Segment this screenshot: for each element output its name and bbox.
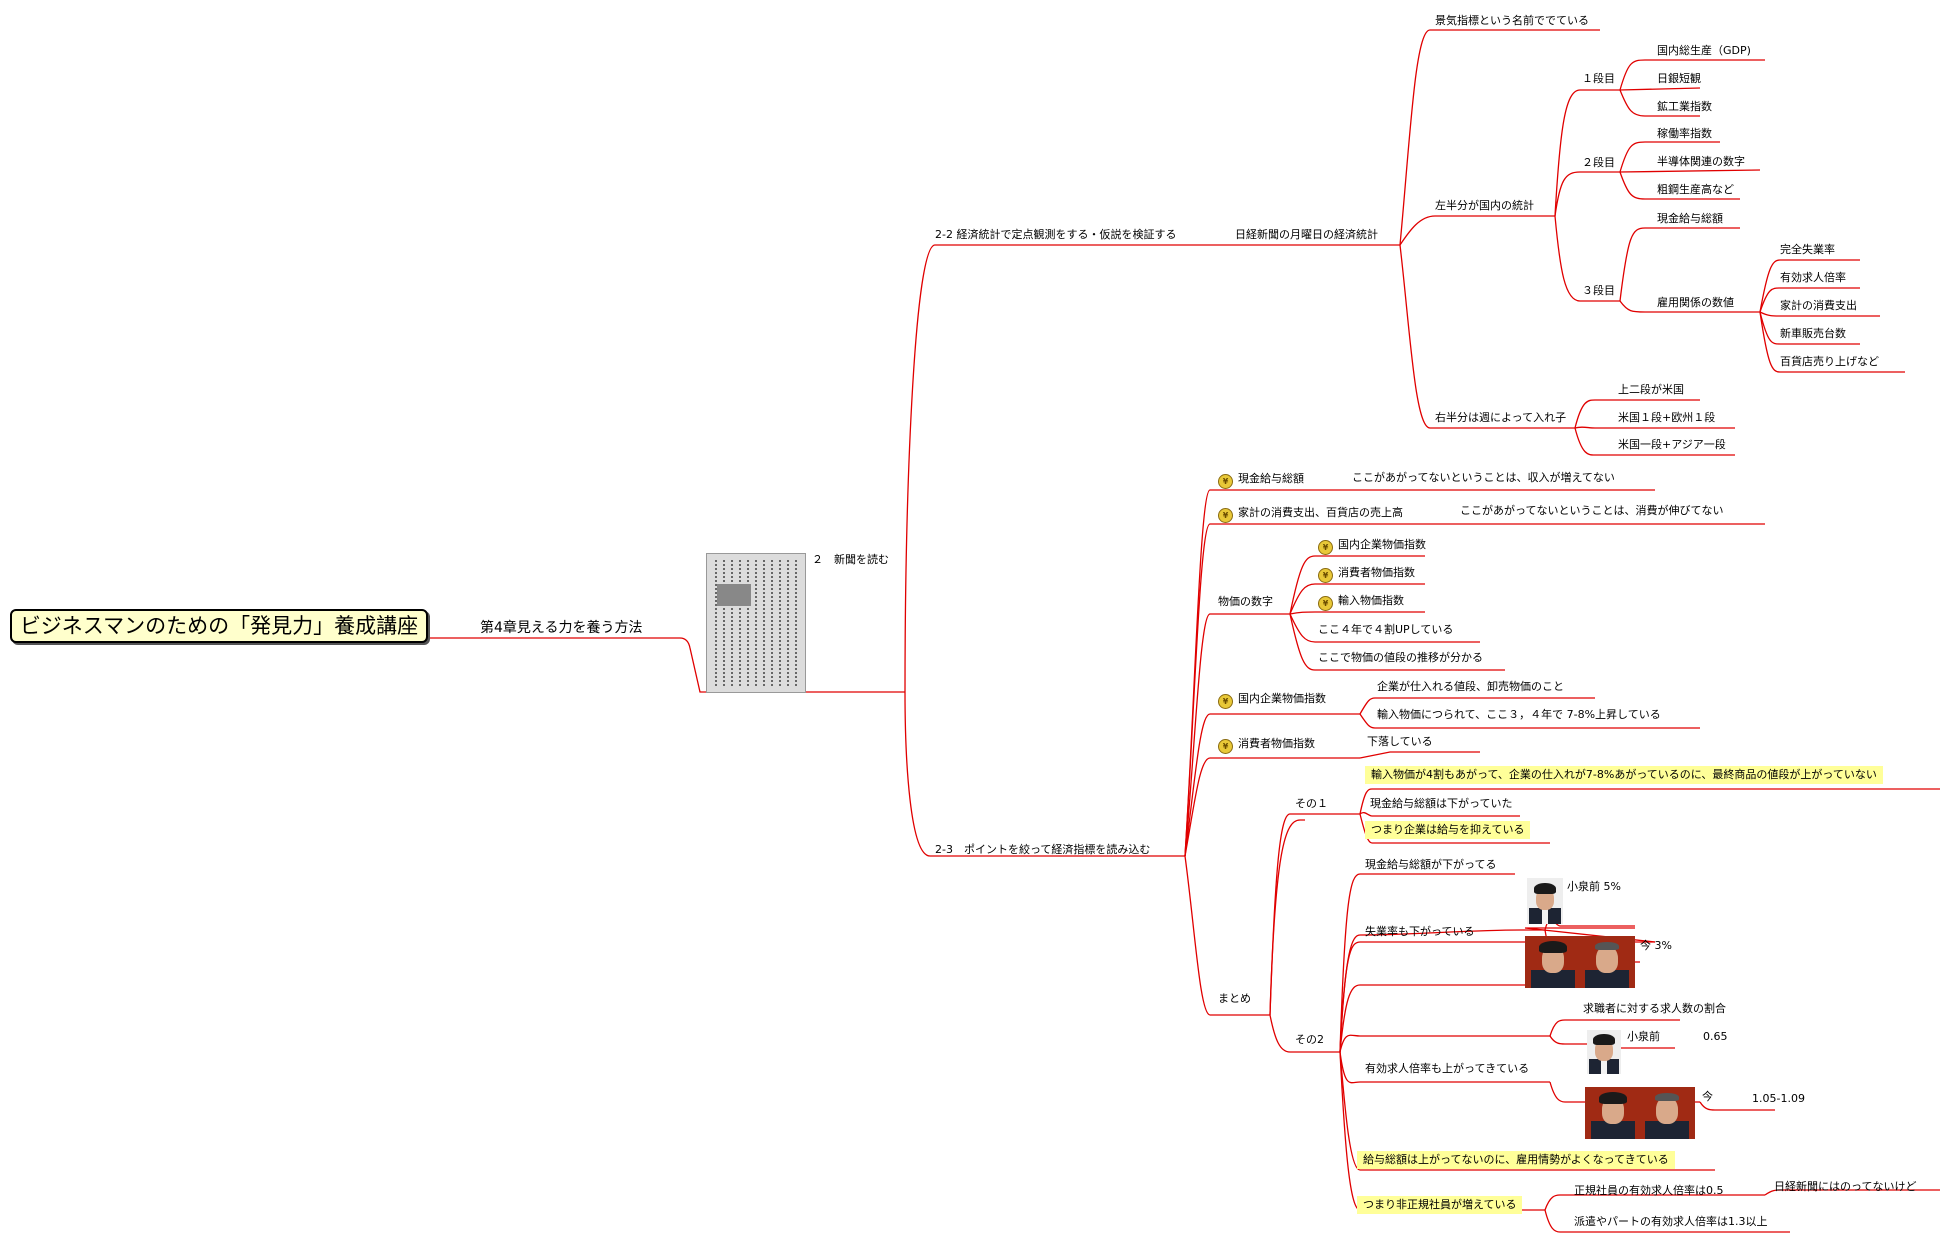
root-topic[interactable]: ビジネスマンのための「発見力」養成講座 [10,609,428,643]
tier3-wage[interactable]: 現金給与総額 [1657,212,1723,225]
right-item[interactable]: 米国一段+アジア一段 [1618,438,1726,451]
s1-point[interactable]: 現金給与総額は下がっていた [1370,797,1513,810]
money-bag-icon: ¥ [1218,508,1233,523]
regular-job-ratio[interactable]: 正規社員の有効求人倍率は0.5 [1574,1184,1724,1197]
s22-tier3[interactable]: ３段目 [1582,284,1615,297]
money-bag-icon: ¥ [1218,694,1233,709]
tier2-item[interactable]: 半導体関連の数字 [1657,155,1745,168]
job-ratio-now-label[interactable]: 今 [1702,1090,1713,1103]
job-ratio-before-label[interactable]: 小泉前 [1627,1030,1660,1043]
tier3-employment[interactable]: 雇用関係の数値 [1657,296,1734,309]
price-item-label: 消費者物価指数 [1338,566,1415,579]
s23-cpi-label: 消費者物価指数 [1238,737,1315,750]
s22-right[interactable]: 右半分は週によって入れ子 [1435,411,1567,424]
cpi-note[interactable]: 下落している [1367,735,1433,748]
non-regular-highlight[interactable]: つまり非正規社員が増えている [1357,1196,1523,1214]
job-ratio-now-value[interactable]: 1.05-1.09 [1752,1092,1805,1105]
price-item-label: 国内企業物価指数 [1338,538,1426,551]
regular-job-ratio-note[interactable]: 日経新聞にはのってないけど [1774,1180,1917,1193]
s2-wage[interactable]: 現金給与総額が下がってる [1365,858,1497,871]
s23-wage-note[interactable]: ここがあがってないということは、収入が増えてない [1352,471,1615,484]
price-note[interactable]: ここで物価の値段の推移が分かる [1318,651,1483,664]
right-item[interactable]: 上二段が米国 [1618,383,1684,396]
unemployment-now[interactable]: 今 3% [1640,939,1672,952]
right-item[interactable]: 米国１段+欧州１段 [1618,411,1716,424]
price-note[interactable]: ここ４年で４割UPしている [1318,623,1454,636]
s23-consume-label: 家計の消費支出、百貨店の売上高 [1238,506,1403,519]
employment-item[interactable]: 家計の消費支出 [1780,299,1857,312]
s22-title[interactable]: 2-2 経済統計で定点観測をする・仮説を検証する [935,228,1177,241]
tier2-item[interactable]: 粗鋼生産高など [1657,183,1734,196]
unemployment-before[interactable]: 小泉前 5% [1567,880,1621,893]
newspaper-image [706,553,806,693]
s23-wage-label: 現金給与総額 [1238,472,1304,485]
dispatch-job-ratio[interactable]: 派遣やパートの有効求人倍率は1.3以上 [1574,1215,1768,1228]
newspaper-photo [717,584,751,606]
s22-left[interactable]: 左半分が国内の統計 [1435,199,1534,212]
chapter-topic[interactable]: 第4章見える力を養う方法 [480,620,643,636]
employment-item[interactable]: 有効求人倍率 [1780,271,1846,284]
job-ratio-before-value[interactable]: 0.65 [1703,1030,1728,1043]
s23-price[interactable]: 物価の数字 [1218,595,1273,608]
tier2-item[interactable]: 稼働率指数 [1657,127,1712,140]
s2-unemployment[interactable]: 失業率も下がっている [1365,925,1475,938]
koizumi-era-photo [1587,1030,1621,1074]
s23-cpi[interactable]: ¥ 消費者物価指数 [1218,737,1315,754]
money-bag-icon: ¥ [1318,568,1333,583]
s22-topic[interactable]: 日経新聞の月曜日の経済統計 [1235,228,1378,241]
money-bag-icon: ¥ [1218,739,1233,754]
employment-item[interactable]: 百貨店売り上げなど [1780,355,1879,368]
s1-conclusion-highlight[interactable]: つまり企業は給与を抑えている [1365,821,1531,839]
price-item[interactable]: ¥ 消費者物価指数 [1318,566,1415,583]
employment-item[interactable]: 完全失業率 [1780,243,1835,256]
s22-tier2[interactable]: ２段目 [1582,156,1615,169]
money-bag-icon: ¥ [1218,474,1233,489]
job-ratio-definition[interactable]: 求職者に対する求人数の割合 [1583,1002,1726,1015]
cgpi-note[interactable]: 企業が仕入れる値段、卸売物価のこと [1377,680,1564,693]
price-item[interactable]: ¥ 輸入物価指数 [1318,594,1404,611]
money-bag-icon: ¥ [1318,596,1333,611]
conclusion-highlight[interactable]: 給与総額は上がってないのに、雇用情勢がよくなってきている [1357,1151,1675,1169]
s23-consume[interactable]: ¥ 家計の消費支出、百貨店の売上高 [1218,506,1403,523]
tier1-item[interactable]: 国内総生産（GDP) [1657,44,1751,57]
s23-wage[interactable]: ¥ 現金給与総額 [1218,472,1304,489]
cgpi-note[interactable]: 輸入物価につられて、ここ３，４年で 7-8%上昇している [1377,708,1661,721]
s1-point-highlight[interactable]: 輸入物価が4割もあがって、企業の仕入れが7-8%あがっているのに、最終商品の値段… [1365,766,1883,784]
section-topic[interactable]: ２ 新聞を読む [812,553,889,566]
current-leaders-photo [1525,936,1635,988]
s22-note[interactable]: 景気指標という名前ででている [1435,14,1589,27]
price-item-label: 輸入物価指数 [1338,594,1404,607]
tier1-item[interactable]: 鉱工業指数 [1657,100,1712,113]
employment-item[interactable]: 新車販売台数 [1780,327,1846,340]
s22-tier1[interactable]: １段目 [1582,72,1615,85]
summary-part2[interactable]: その2 [1295,1033,1324,1046]
s23-title[interactable]: 2-3 ポイントを絞って経済指標を読み込む [935,843,1151,856]
s23-cgpi[interactable]: ¥ 国内企業物価指数 [1218,692,1326,709]
tier1-item[interactable]: 日銀短観 [1657,72,1701,85]
s2-job-ratio[interactable]: 有効求人倍率も上がってきている [1365,1062,1530,1075]
money-bag-icon: ¥ [1318,540,1333,555]
s23-consume-note[interactable]: ここがあがってないということは、消費が伸びてない [1460,504,1724,517]
koizumi-era-photo [1527,878,1563,924]
price-item[interactable]: ¥ 国内企業物価指数 [1318,538,1426,555]
s23-summary[interactable]: まとめ [1218,992,1251,1005]
summary-part1[interactable]: その１ [1295,797,1328,810]
current-leaders-photo [1585,1087,1695,1139]
s23-cgpi-label: 国内企業物価指数 [1238,692,1326,705]
